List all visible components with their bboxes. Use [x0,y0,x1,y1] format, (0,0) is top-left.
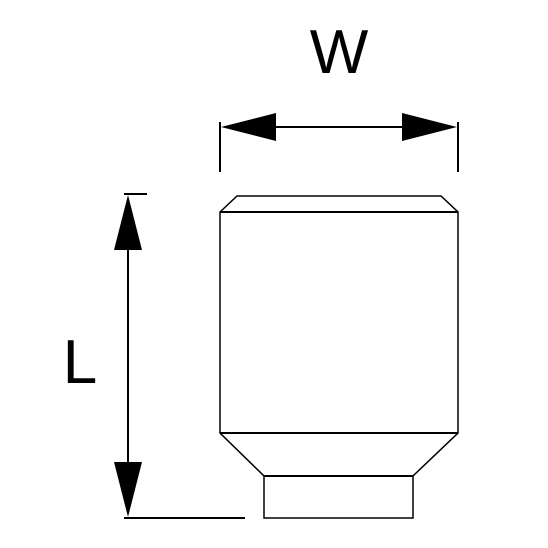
width-label: W [310,18,369,87]
length-arrow-bottom [114,462,142,517]
length-arrow-top [114,195,142,250]
width-arrow-right [402,113,457,141]
length-label: L [63,328,97,397]
part-body [219,195,459,519]
length-dimension: L [63,193,245,519]
width-dimension: W [219,18,459,172]
part-outline [219,195,459,519]
width-arrow-left [221,113,276,141]
